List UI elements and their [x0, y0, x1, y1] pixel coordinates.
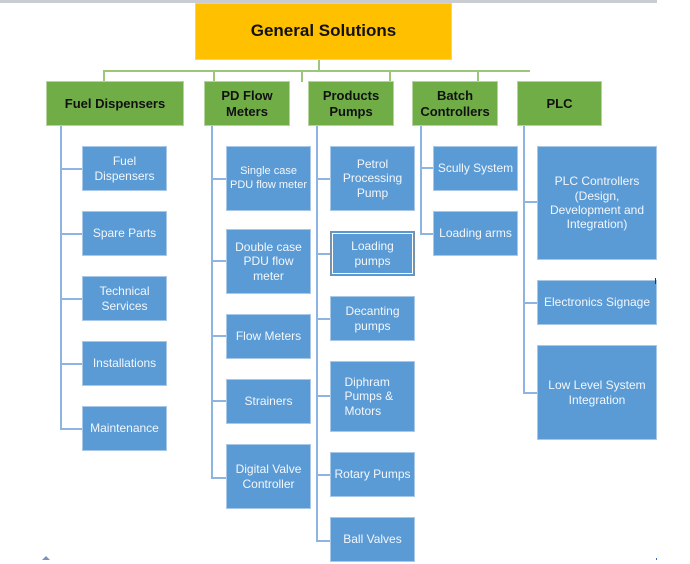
item-diphram-pumps-motors[interactable]: Diphram Pumps & Motors	[330, 361, 415, 432]
item-label: Double case PDU flow meter	[235, 239, 302, 283]
column-2-branch-3	[316, 395, 330, 397]
category-drop-2	[301, 70, 303, 82]
selection-tick	[655, 278, 656, 284]
item-fuel-dispensers[interactable]: Fuel Dispensers	[82, 146, 167, 191]
column-1-branch-2	[211, 335, 226, 337]
category-drop-1	[213, 70, 215, 82]
column-2-spine	[316, 126, 318, 542]
anchor-dot	[656, 558, 657, 560]
category-drop-4	[477, 70, 479, 82]
item-label: Maintenance	[90, 421, 159, 436]
item-maintenance[interactable]: Maintenance	[82, 406, 167, 451]
root-label: General Solutions	[250, 21, 397, 41]
item-digital-valve-controller[interactable]: Digital Valve Controller	[226, 444, 311, 509]
column-1-branch-0	[211, 178, 226, 180]
category-label: PLC	[546, 95, 573, 111]
item-installations[interactable]: Installations	[82, 341, 167, 386]
column-0-branch-3	[60, 363, 82, 365]
item-label: Flow Meters	[235, 329, 302, 344]
item-single-case-pdu-flow-meter[interactable]: Single case PDU flow meter	[226, 146, 311, 211]
root-node[interactable]: General Solutions	[195, 3, 452, 60]
column-0-branch-2	[60, 298, 82, 300]
item-technical-services[interactable]: Technical Services	[82, 276, 167, 321]
column-0-spine	[60, 126, 62, 429]
window-top-bar	[0, 0, 657, 3]
item-scully-system[interactable]: Scully System	[433, 146, 518, 191]
item-label: Petrol Processing Pump	[342, 156, 403, 200]
column-1-branch-3	[211, 400, 226, 402]
column-3-branch-1	[420, 233, 433, 235]
item-label: Diphram Pumps & Motors	[344, 374, 394, 418]
category-drop-3	[389, 70, 391, 82]
root-stem	[318, 60, 320, 70]
category-label: Batch Controllers	[420, 87, 490, 119]
item-decanting-pumps[interactable]: Decanting pumps	[330, 296, 415, 341]
item-label: Low Level System Integration	[548, 378, 646, 407]
item-label: Decanting pumps	[345, 304, 400, 333]
item-label: Single case PDU flow meter	[229, 165, 308, 191]
item-label: Installations	[92, 356, 157, 371]
item-label: Electronics Signage	[543, 295, 651, 310]
category-label: Products Pumps	[322, 87, 380, 119]
item-label: Scully System	[437, 161, 514, 176]
item-low-level-system-integration[interactable]: Low Level System Integration	[537, 345, 657, 440]
column-2-branch-4	[316, 474, 330, 476]
item-spare-parts[interactable]: Spare Parts	[82, 211, 167, 256]
item-flow-meters[interactable]: Flow Meters	[226, 314, 311, 359]
item-label: Ball Valves	[343, 532, 402, 547]
column-0-branch-0	[60, 168, 82, 170]
item-label: Rotary Pumps	[334, 467, 411, 482]
column-4-spine	[523, 126, 525, 394]
item-label: PLC Controllers (Design, Development and…	[549, 174, 645, 232]
column-1-spine	[211, 126, 213, 479]
column-4-branch-2	[523, 392, 537, 394]
item-plc-controllers[interactable]: PLC Controllers (Design, Development and…	[537, 146, 657, 260]
category-batch-controllers[interactable]: Batch Controllers	[412, 81, 498, 126]
column-4-branch-0	[523, 201, 537, 203]
item-loading-arms[interactable]: Loading arms	[433, 211, 518, 256]
resize-handle-icon[interactable]	[42, 556, 50, 560]
column-3-spine	[420, 126, 422, 235]
item-label: Technical Services	[99, 284, 150, 313]
item-label: Spare Parts	[92, 226, 157, 241]
category-products-pumps[interactable]: Products Pumps	[308, 81, 394, 126]
item-label: Fuel Dispensers	[94, 154, 155, 183]
item-electronics-signage[interactable]: Electronics Signage	[537, 280, 657, 325]
item-loading-pumps[interactable]: Loading pumps	[330, 231, 415, 276]
column-2-branch-1	[316, 253, 330, 255]
category-plc[interactable]: PLC	[517, 81, 602, 126]
column-3-branch-0	[420, 167, 433, 169]
item-ball-valves[interactable]: Ball Valves	[330, 517, 415, 562]
column-4-branch-1	[523, 302, 537, 304]
item-label: Loading pumps	[351, 239, 394, 268]
item-label: Loading arms	[439, 226, 512, 241]
item-rotary-pumps[interactable]: Rotary Pumps	[330, 452, 415, 497]
column-0-branch-1	[60, 233, 82, 235]
category-bus	[103, 70, 530, 72]
item-strainers[interactable]: Strainers	[226, 379, 311, 424]
item-double-case-pdu-flow-meter[interactable]: Double case PDU flow meter	[226, 229, 311, 294]
category-pd-flow-meters[interactable]: PD Flow Meters	[204, 81, 290, 126]
column-1-branch-1	[211, 260, 226, 262]
category-label: PD Flow Meters	[221, 87, 273, 119]
item-label: Strainers	[244, 394, 293, 409]
item-label: Digital Valve Controller	[235, 462, 302, 491]
category-fuel-dispensers[interactable]: Fuel Dispensers	[46, 81, 184, 126]
column-1-branch-4	[211, 477, 226, 479]
column-2-branch-0	[316, 178, 330, 180]
column-2-branch-2	[316, 318, 330, 320]
category-drop-0	[103, 70, 105, 82]
category-label: Fuel Dispensers	[64, 95, 166, 111]
column-2-branch-5	[316, 540, 330, 542]
item-petrol-processing-pump[interactable]: Petrol Processing Pump	[330, 146, 415, 211]
column-0-branch-4	[60, 428, 82, 430]
